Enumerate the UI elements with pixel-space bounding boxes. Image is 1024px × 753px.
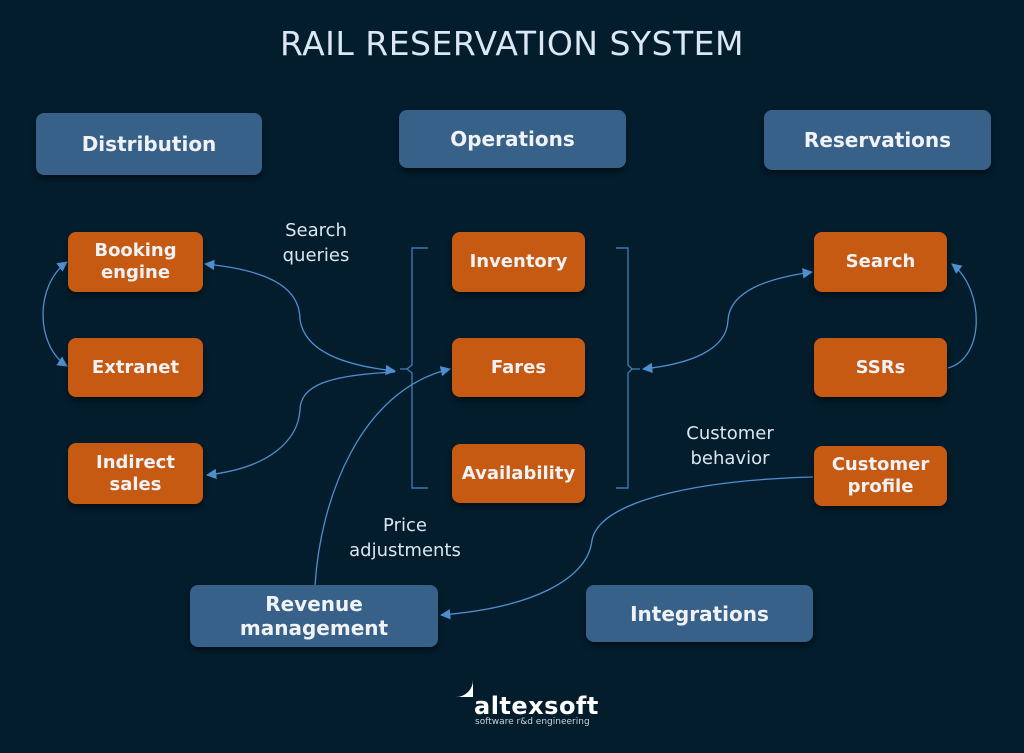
operations-bracket-right bbox=[616, 247, 633, 489]
component-fares: Fares bbox=[452, 338, 585, 397]
component-inventory: Inventory bbox=[452, 232, 585, 292]
component-customer-profile: Customer profile bbox=[814, 446, 947, 506]
component-indirect-sales: Indirect sales bbox=[68, 443, 203, 504]
label-search-queries: Search queries bbox=[282, 220, 350, 267]
brand-tagline: software r&d engineering bbox=[475, 717, 590, 727]
arrow-search-to-operations bbox=[641, 268, 814, 374]
arrow-price-adjustments bbox=[314, 366, 452, 587]
component-ssrs: SSRs bbox=[814, 338, 947, 397]
component-extranet: Extranet bbox=[68, 338, 203, 397]
arrow-customer-behavior bbox=[439, 476, 814, 620]
arrow-ssrs-to-search bbox=[947, 263, 977, 369]
category-revenue-management: Revenue management bbox=[190, 585, 438, 647]
label-price-adjustments: Price adjustments bbox=[349, 515, 461, 562]
category-integrations: Integrations bbox=[586, 585, 813, 642]
component-booking-engine: Booking engine bbox=[68, 232, 203, 292]
label-customer-behavior: Customer behavior bbox=[686, 423, 774, 470]
diagram-title: RAIL RESERVATION SYSTEM bbox=[279, 24, 745, 63]
arrow-indirect-sales bbox=[205, 371, 396, 480]
arrow-booking-to-extranet bbox=[42, 261, 68, 367]
component-search: Search bbox=[814, 232, 947, 292]
operations-bracket-left bbox=[405, 247, 428, 489]
component-availability: Availability bbox=[452, 444, 585, 503]
arrow-search-queries bbox=[203, 259, 397, 376]
altexsoft-logo-icon bbox=[439, 663, 473, 697]
brand-name: altexsoft bbox=[474, 692, 599, 720]
category-operations: Operations bbox=[399, 110, 626, 168]
category-distribution: Distribution bbox=[36, 113, 262, 175]
category-reservations: Reservations bbox=[764, 110, 991, 170]
